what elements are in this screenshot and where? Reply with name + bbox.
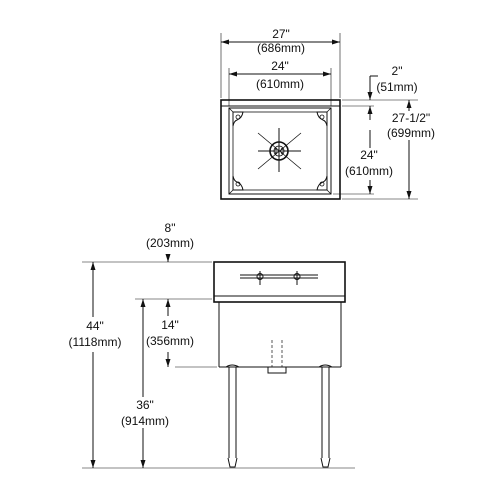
- top-view: 27" (686mm) 24" (610mm) 2" (51mm): [220, 27, 435, 200]
- backsplash-height-metric: (203mm): [146, 236, 194, 250]
- dim-backsplash-depth: 2" (51mm): [342, 64, 418, 120]
- overall-width-imperial: 27": [272, 27, 290, 41]
- sink-legs: [225, 364, 333, 468]
- dim-overall-depth: 27-1/2" (699mm): [342, 100, 435, 200]
- dim-overall-height: 44" (1118mm): [69, 262, 122, 468]
- bowl-width-metric: (610mm): [256, 77, 304, 91]
- overall-depth-imperial: 27-1/2": [392, 111, 430, 125]
- sink-top-outline: [220, 99, 341, 200]
- drain-icon: [257, 128, 302, 172]
- backsplash-height-imperial: 8": [165, 221, 176, 235]
- bowl-depth-front-metric: (356mm): [146, 334, 194, 348]
- dim-backsplash-height: 8" (203mm): [82, 221, 212, 307]
- rim-height-imperial: 36": [136, 398, 154, 412]
- bowl-depth-front-imperial: 14": [161, 318, 179, 332]
- bowl-depth-top-imperial: 24": [360, 148, 378, 162]
- bowl-depth-top-metric: (610mm): [345, 164, 393, 178]
- backsplash: [213, 261, 346, 303]
- corner-fillets: [232, 111, 328, 191]
- dim-overall-width: 27" (686mm): [220, 27, 341, 98]
- overall-width-metric: (686mm): [257, 41, 305, 55]
- dim-bowl-depth-front: 14" (356mm): [146, 306, 217, 368]
- dim-bowl-width: 24" (610mm): [228, 59, 332, 106]
- front-view: 8" (203mm) 44" (1118mm) 14" (356mm): [69, 221, 355, 469]
- backsplash-depth-imperial: 2": [392, 64, 403, 78]
- backsplash-depth-metric: (51mm): [376, 80, 417, 94]
- dim-bowl-depth: 24" (610mm): [333, 130, 393, 195]
- bowl-width-imperial: 24": [271, 59, 289, 73]
- rim-height-metric: (914mm): [121, 414, 169, 428]
- sink-bowl-body: [214, 301, 345, 374]
- dim-rim-height: 36" (914mm): [121, 299, 169, 468]
- overall-height-metric: (1118mm): [69, 335, 122, 349]
- overall-height-imperial: 44": [86, 319, 104, 333]
- overall-depth-metric: (699mm): [387, 126, 435, 140]
